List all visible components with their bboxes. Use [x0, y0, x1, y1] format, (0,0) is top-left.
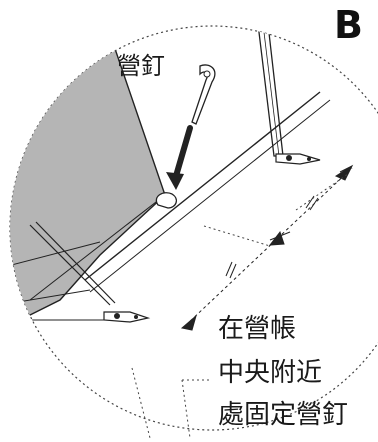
tent-peg	[191, 64, 216, 125]
note-line-1: 在營帳	[218, 314, 297, 344]
tent-stake-left	[103, 311, 151, 323]
tent-base-edge	[84, 91, 321, 281]
guy-line-left	[35, 221, 116, 304]
guy-line-left	[29, 224, 111, 306]
peg-loop	[155, 192, 178, 209]
tent-base-edge	[89, 99, 331, 293]
tent-pole-line	[262, 26, 280, 157]
leader-line	[203, 225, 271, 247]
peg-label: 營釘	[117, 52, 165, 80]
insert-arrow	[166, 125, 193, 190]
magnifier-circle	[9, 25, 378, 431]
note-line-2: 中央附近	[218, 358, 323, 388]
leader-line	[295, 173, 349, 211]
tent-pole	[257, 26, 284, 157]
diagram-badge: B	[334, 3, 363, 47]
dimension-line	[180, 164, 354, 331]
tent-stake-right	[275, 153, 321, 165]
note-line-3: 處固定營釘	[218, 400, 349, 430]
callout-tail	[181, 379, 191, 439]
callout-tail	[131, 367, 151, 439]
tent-wall-edge	[10, 241, 101, 269]
tent-wall	[10, 26, 166, 332]
tent-wall-edge	[29, 194, 166, 301]
